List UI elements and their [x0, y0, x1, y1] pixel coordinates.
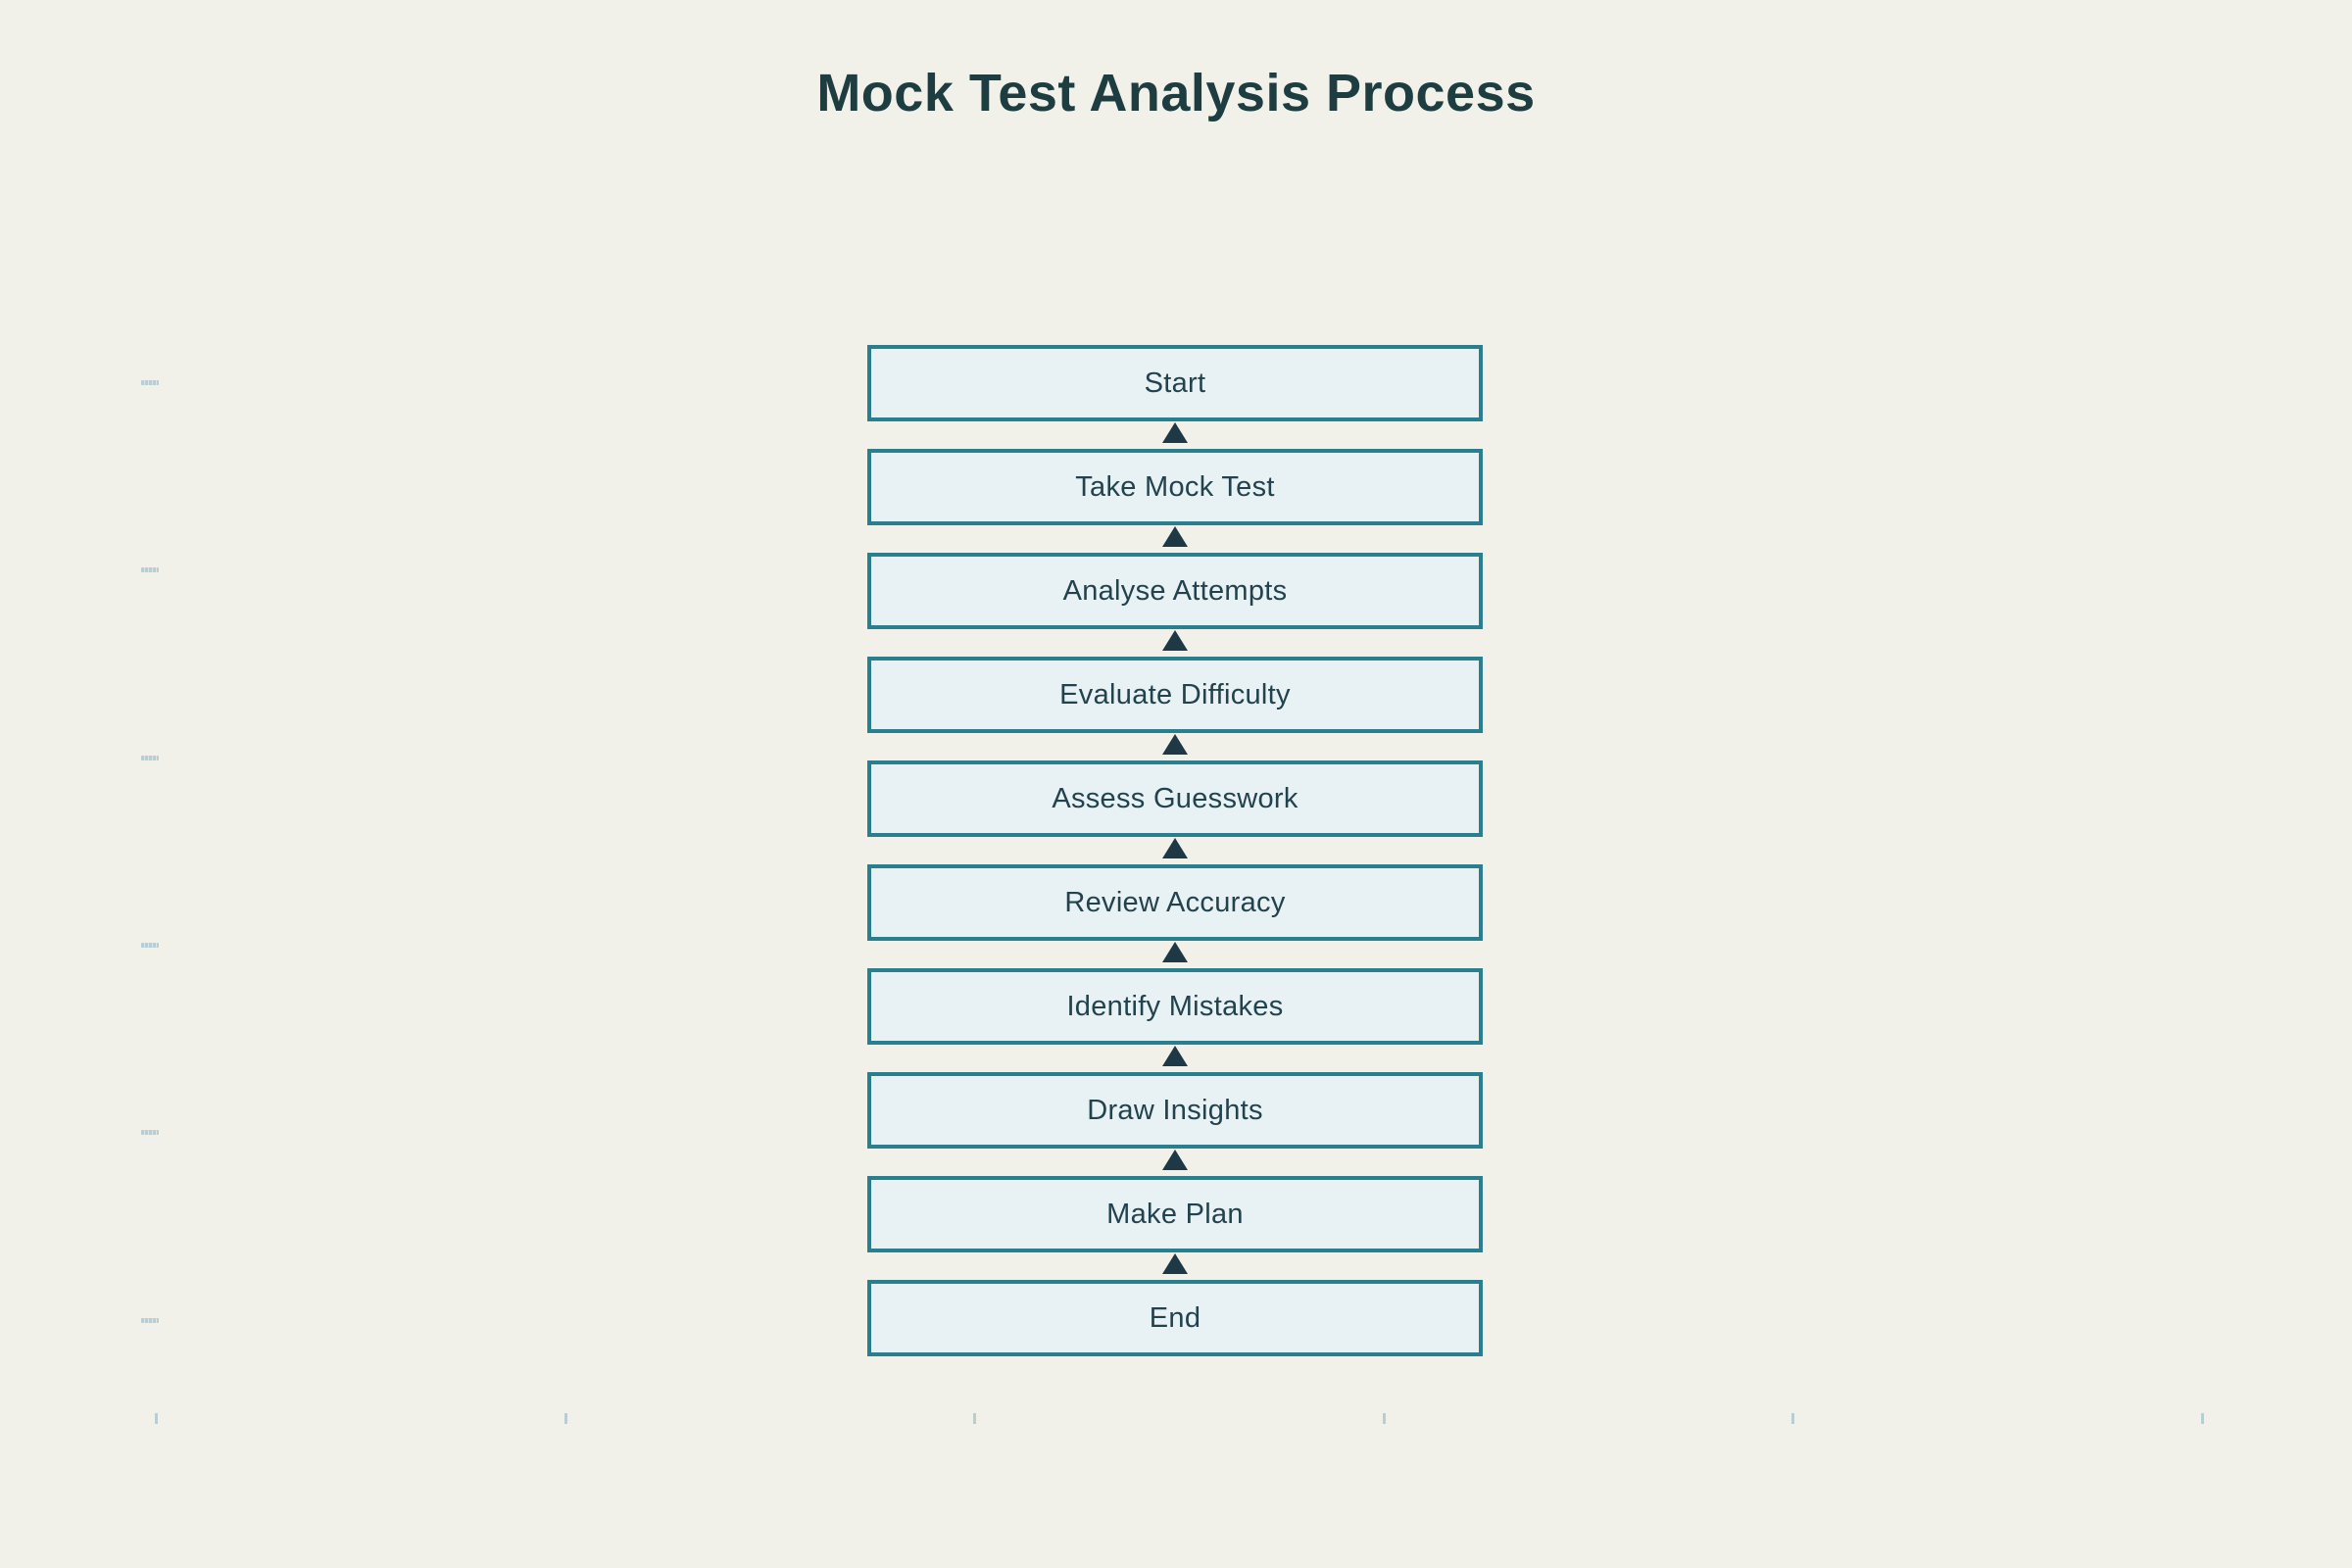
flow-node-analyse-attempts: Analyse Attempts [867, 553, 1483, 629]
left-tick-mark [141, 567, 159, 572]
connector [867, 733, 1483, 760]
arrow-up-icon [1162, 838, 1188, 858]
bottom-tick-mark [2201, 1413, 2204, 1424]
left-tick-mark [141, 1318, 159, 1323]
flow-node-evaluate-difficulty: Evaluate Difficulty [867, 657, 1483, 733]
connector [867, 837, 1483, 864]
flow-node-end: End [867, 1280, 1483, 1356]
bottom-tick-mark [155, 1413, 158, 1424]
left-tick-mark [141, 380, 159, 385]
connector [867, 1045, 1483, 1072]
arrow-up-icon [1162, 1046, 1188, 1066]
arrow-up-icon [1162, 630, 1188, 651]
arrow-up-icon [1162, 734, 1188, 755]
arrow-up-icon [1162, 942, 1188, 962]
flow-node-start: Start [867, 345, 1483, 421]
connector [867, 525, 1483, 553]
connector [867, 629, 1483, 657]
connector [867, 1252, 1483, 1280]
left-tick-mark [141, 756, 159, 760]
flow-node-identify-mistakes: Identify Mistakes [867, 968, 1483, 1045]
flowchart: Start Take Mock Test Analyse Attempts Ev… [867, 345, 1483, 1356]
flow-node-assess-guesswork: Assess Guesswork [867, 760, 1483, 837]
left-tick-mark [141, 943, 159, 948]
bottom-tick-mark [973, 1413, 976, 1424]
flow-node-make-plan: Make Plan [867, 1176, 1483, 1252]
connector [867, 1149, 1483, 1176]
flow-node-take-mock-test: Take Mock Test [867, 449, 1483, 525]
arrow-up-icon [1162, 526, 1188, 547]
flow-node-draw-insights: Draw Insights [867, 1072, 1483, 1149]
bottom-tick-mark [564, 1413, 567, 1424]
left-tick-mark [141, 1130, 159, 1135]
arrow-up-icon [1162, 1150, 1188, 1170]
bottom-tick-mark [1791, 1413, 1794, 1424]
connector [867, 941, 1483, 968]
arrow-up-icon [1162, 1253, 1188, 1274]
flow-node-review-accuracy: Review Accuracy [867, 864, 1483, 941]
bottom-tick-mark [1383, 1413, 1386, 1424]
connector [867, 421, 1483, 449]
arrow-up-icon [1162, 422, 1188, 443]
page-title: Mock Test Analysis Process [816, 64, 1536, 122]
